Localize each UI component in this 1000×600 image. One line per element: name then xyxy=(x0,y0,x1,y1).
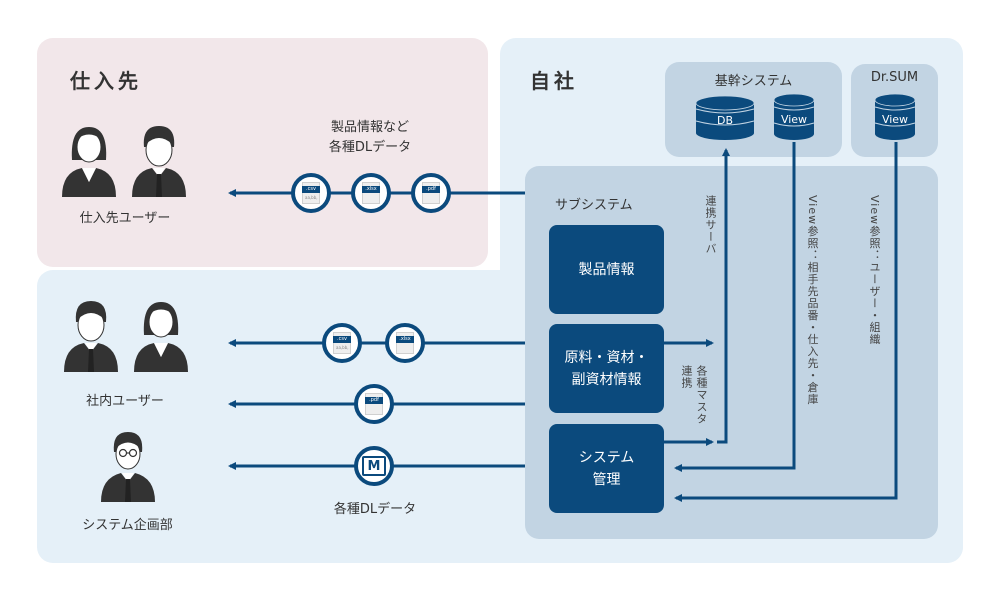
person-female-icon xyxy=(134,302,188,372)
pdf-file-icon[interactable]: .pdf xyxy=(411,173,451,213)
link-server-label: 連携サーバ xyxy=(704,195,717,255)
supplier-data-label-line1: 製品情報など xyxy=(330,120,409,135)
view-cylinder-icon xyxy=(773,93,815,140)
drsum-title: Dr.SUM xyxy=(870,70,919,85)
view-ref-drsum-label: View参照：ユーザー・組織 xyxy=(868,195,881,346)
internal-xlsx-tag: .xlsx xyxy=(396,336,414,343)
view-ref-drsum-line xyxy=(674,142,898,502)
drsum-view-label: View xyxy=(881,113,909,126)
person-male-icon xyxy=(132,126,186,197)
subsystem-title: サブシステム xyxy=(555,198,633,213)
supplier-data-label-line2: 各種DLデータ xyxy=(328,140,412,155)
database-cylinder-icon xyxy=(695,95,755,140)
module-materials-line2: 副資材情報 xyxy=(571,371,642,388)
module-materials-line1: 原料・資材・ xyxy=(564,349,649,366)
master-link-label-1: 各種マスタ xyxy=(695,365,708,425)
view-ref-core-line xyxy=(674,142,796,472)
link-server-line xyxy=(717,156,728,444)
drsum-view-cylinder-icon xyxy=(874,93,916,140)
internal-pdf-file-icon[interactable]: .pdf xyxy=(354,384,394,424)
mail-m-glyph: M xyxy=(362,456,386,476)
supplier-title: 仕入先 xyxy=(70,69,142,93)
supplier-users-label: 仕入先ユーザー xyxy=(79,211,171,226)
view-ref-core-label: View参照：相手先品番・仕入先・倉庫 xyxy=(806,195,819,406)
internal-users-label: 社内ユーザー xyxy=(86,394,164,409)
internal-csv-tag: .csv xyxy=(333,336,351,343)
module-system-admin[interactable]: システム 管理 xyxy=(549,424,664,513)
internal-xlsx-file-icon[interactable]: .xlsx xyxy=(385,323,425,363)
csv-tag: .csv xyxy=(302,186,320,193)
db-label: DB xyxy=(716,114,734,127)
pdf-tag: .pdf xyxy=(422,186,440,193)
core-system-title: 基幹システム xyxy=(714,74,793,89)
person-glasses-icon xyxy=(101,432,155,502)
master-link-label-2: 連携 xyxy=(680,365,693,389)
module-materials-info[interactable]: 原料・資材・ 副資材情報 xyxy=(549,324,664,413)
supplier-zone xyxy=(37,38,488,267)
module-product-info-label: 製品情報 xyxy=(578,261,635,278)
core-view-label: View xyxy=(780,113,808,126)
person-female-icon xyxy=(62,127,116,197)
mail-m-icon[interactable]: M xyxy=(354,446,394,486)
module-product-info[interactable]: 製品情報 xyxy=(549,225,664,314)
module-system-admin-line1: システム xyxy=(578,449,635,466)
internal-pdf-tag: .pdf xyxy=(365,397,383,404)
xlsx-tag: .xlsx xyxy=(362,186,380,193)
xlsx-file-icon[interactable]: .xlsx xyxy=(351,173,391,213)
dl-data-label: 各種DLデータ xyxy=(333,502,417,517)
person-male-icon xyxy=(64,301,118,372)
module-system-admin-line2: 管理 xyxy=(592,471,621,488)
supplier-data-label: 製品情報など 各種DLデータ xyxy=(310,118,430,158)
system-planning-label: システム企画部 xyxy=(82,518,173,533)
company-title: 自社 xyxy=(530,69,578,93)
